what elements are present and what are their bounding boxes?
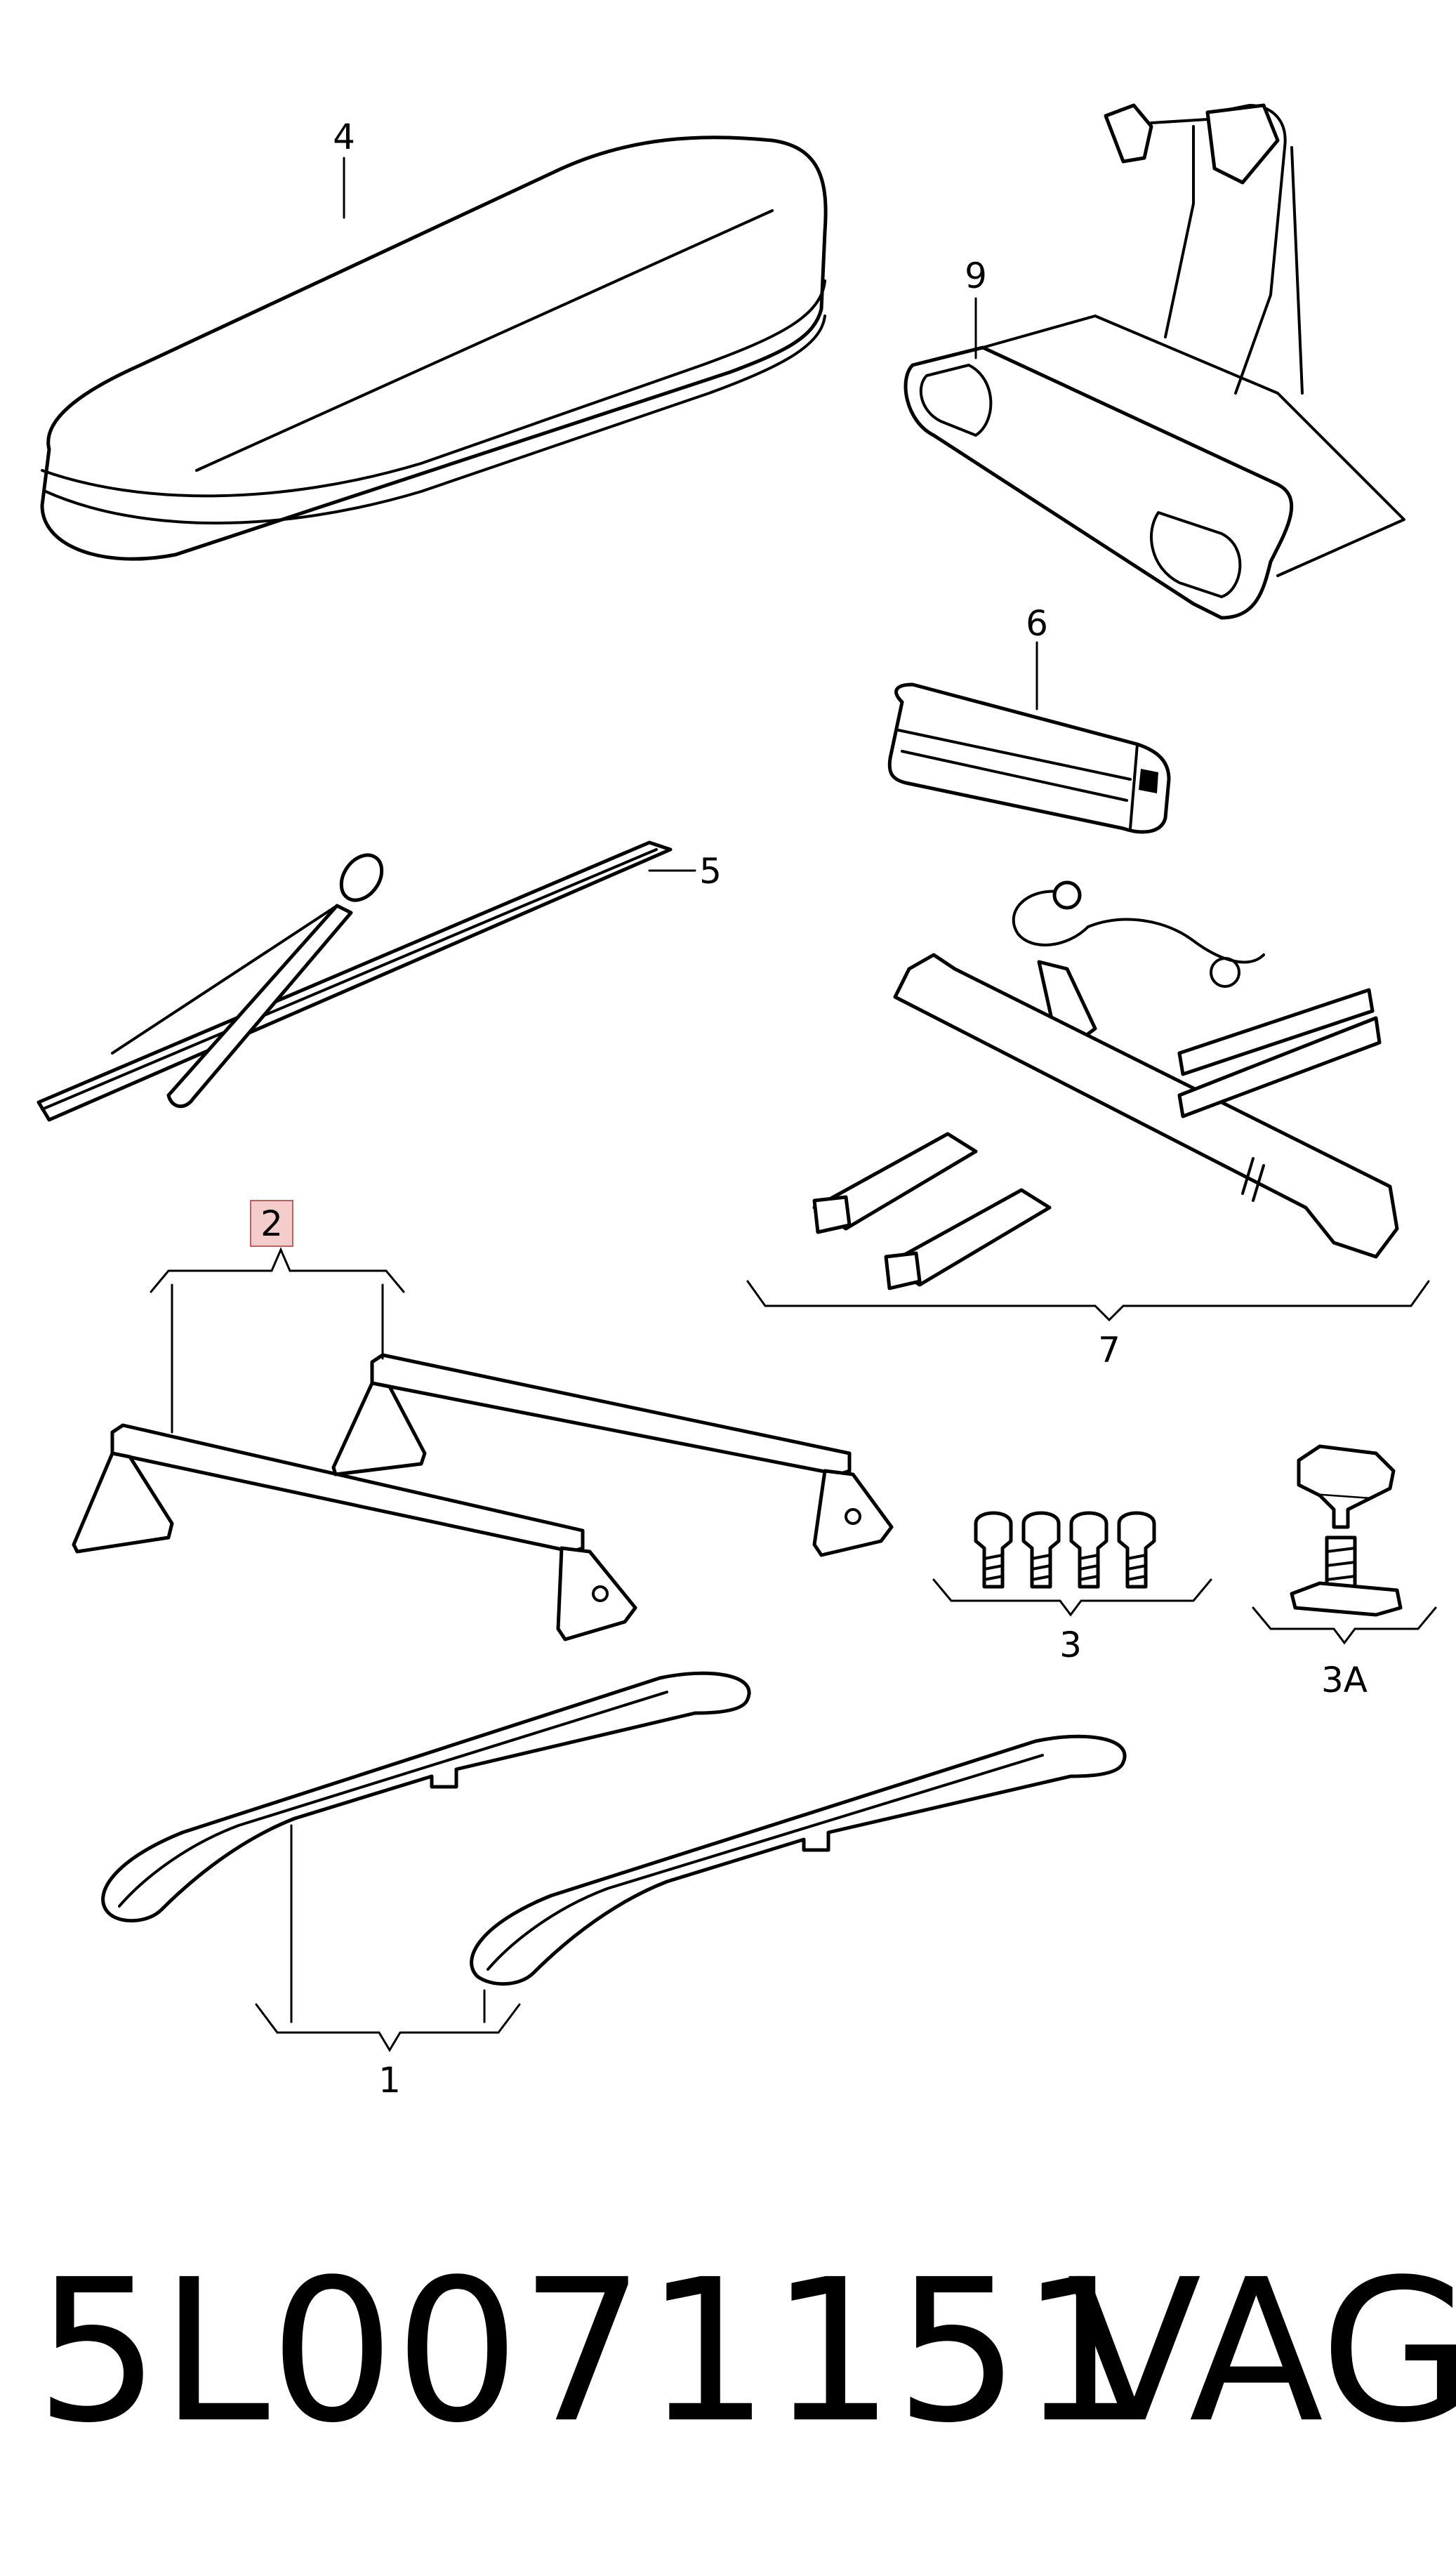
svg-text:2: 2 xyxy=(260,1203,283,1244)
callout-5: 5 xyxy=(648,851,722,892)
callout-3a: 3A xyxy=(1252,1606,1437,1700)
rod-strip-part xyxy=(37,840,673,1122)
callout-4: 4 xyxy=(333,117,355,219)
callout-9: 9 xyxy=(965,256,987,359)
callout-2: 2 xyxy=(150,1200,405,1434)
callout-6: 6 xyxy=(1026,603,1048,711)
svg-text:1: 1 xyxy=(378,2060,401,2101)
svg-text:3: 3 xyxy=(1059,1625,1082,1665)
callout-1: 1 xyxy=(255,1824,521,2101)
svg-text:6: 6 xyxy=(1026,603,1048,644)
svg-text:5: 5 xyxy=(699,851,722,892)
svg-text:4: 4 xyxy=(333,117,355,157)
kit-components-part xyxy=(812,880,1399,1290)
svg-text:3A: 3A xyxy=(1321,1660,1368,1700)
part-number: 5L0071151 xyxy=(35,2238,1146,2466)
roof-box-part xyxy=(40,136,828,561)
callout-2-highlight xyxy=(250,1200,293,1247)
svg-text:7: 7 xyxy=(1098,1330,1120,1370)
t-bolt-part xyxy=(1290,1444,1403,1617)
callout-7: 7 xyxy=(746,1280,1430,1370)
brand-name: VAG xyxy=(1067,2238,1456,2466)
bolts-part xyxy=(974,1511,1156,1589)
bike-carrier-part xyxy=(904,103,1405,620)
roof-rails-part xyxy=(101,1671,1127,1986)
footer: 5L0071151 VAG xyxy=(0,2233,1456,2471)
module-part xyxy=(887,682,1171,834)
callout-3: 3 xyxy=(932,1578,1212,1665)
svg-text:9: 9 xyxy=(965,256,987,296)
cross-bars-part xyxy=(72,1353,894,1641)
